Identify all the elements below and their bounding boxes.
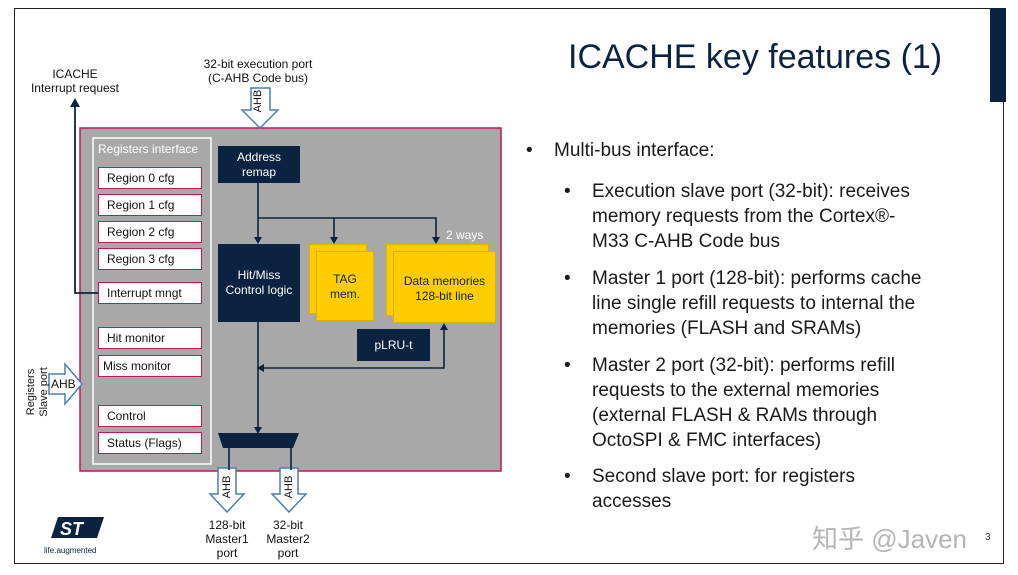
register-region2-cfg: Region 2 cfg xyxy=(98,221,202,243)
interrupt-line xyxy=(74,105,98,294)
corner-accent-bar xyxy=(990,8,1006,102)
exec-port-label: 32-bit execution port (C-AHB Code bus) xyxy=(203,57,313,85)
register-region0-cfg: Region 0 cfg xyxy=(98,167,202,189)
slave-port-label: Registers Slave port xyxy=(25,367,50,417)
register-region1-cfg: Region 1 cfg xyxy=(98,194,202,216)
page-number: 3 xyxy=(985,532,991,543)
slide-frame xyxy=(14,8,1004,564)
arrowheads xyxy=(254,237,448,434)
master2-ahb-arrow xyxy=(270,467,308,514)
mux-block xyxy=(218,433,299,448)
slide-title: ICACHE key features (1) xyxy=(568,38,943,76)
register-interrupt-mngt: Interrupt mngt xyxy=(98,282,202,304)
data-memories-block: Data memories 128-bit line xyxy=(393,251,496,323)
hit-miss-control-block: Hit/Miss Control logic xyxy=(218,244,300,322)
slave-port-ahb-arrow xyxy=(48,361,83,407)
master1-port-label: 128-bit Master1 port xyxy=(205,518,249,560)
bullet-dot-icon: • xyxy=(564,466,571,487)
internal-connections xyxy=(228,183,445,470)
logo-tagline: life.augmented xyxy=(44,546,97,555)
exec-port-ahb-label: AHB xyxy=(252,89,264,113)
bullet-dot-icon: • xyxy=(564,268,571,289)
master2-ahb-label: AHB xyxy=(283,475,295,499)
registers-interface-outline xyxy=(92,137,212,465)
master1-ahb-label: AHB xyxy=(221,475,233,499)
register-control: Control xyxy=(98,405,202,427)
slave-port-ahb-label: AHB xyxy=(51,377,76,391)
bullet-dot-icon: • xyxy=(564,181,571,202)
master1-ahb-arrow xyxy=(208,467,246,514)
register-status-flags: Status (Flags) xyxy=(98,432,202,454)
register-region3-cfg: Region 3 cfg xyxy=(98,248,202,270)
tag-mem-block: TAG mem. xyxy=(316,251,374,321)
bullet-dot-icon: • xyxy=(526,140,533,161)
register-hit-monitor: Hit monitor xyxy=(98,327,202,349)
st-logo: ST xyxy=(51,517,104,539)
registers-interface-label: Registers interface xyxy=(98,142,199,156)
master2-port-label: 32-bit Master2 port xyxy=(266,518,310,560)
icache-interrupt-label: ICACHE Interrupt request xyxy=(30,67,120,95)
svg-text:ST: ST xyxy=(60,519,85,539)
interrupt-arrowhead xyxy=(70,98,80,107)
bullet-dot-icon: • xyxy=(564,355,571,376)
two-ways-label: 2 ways xyxy=(446,228,484,242)
watermark: 知乎 @Javen xyxy=(812,524,967,554)
plru-block: pLRU-t xyxy=(357,329,430,361)
address-remap-block: Address remap xyxy=(218,146,300,183)
register-miss-monitor: Miss monitor xyxy=(98,355,202,377)
exec-port-ahb-arrow xyxy=(240,87,280,130)
